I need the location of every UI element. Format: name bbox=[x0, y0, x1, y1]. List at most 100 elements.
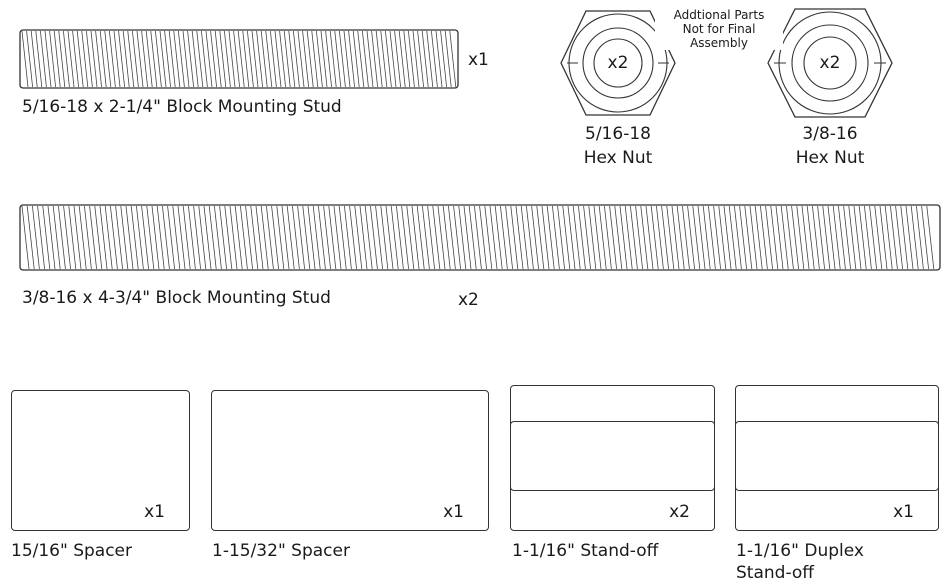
thread-line bbox=[162, 205, 170, 270]
thread-line bbox=[760, 205, 768, 270]
thread-line bbox=[390, 205, 399, 270]
thread-line bbox=[362, 30, 369, 88]
thread-line bbox=[708, 205, 716, 270]
thread-line bbox=[635, 205, 643, 270]
thread-line bbox=[864, 205, 872, 270]
thread-line bbox=[237, 30, 245, 88]
thread-line bbox=[520, 205, 529, 270]
thread-line bbox=[453, 205, 461, 270]
thread-line bbox=[328, 205, 337, 270]
thread-line bbox=[276, 205, 285, 270]
nut-large-qty: x2 bbox=[819, 53, 841, 73]
thread-line bbox=[203, 205, 212, 270]
thread-line bbox=[90, 30, 98, 88]
thread-line bbox=[302, 30, 309, 88]
thread-line bbox=[624, 205, 633, 270]
thread-line bbox=[484, 205, 493, 270]
thread-line bbox=[146, 205, 155, 270]
thread-line bbox=[546, 205, 555, 270]
thread-line bbox=[164, 30, 171, 88]
thread-line bbox=[780, 205, 789, 270]
thread-line bbox=[557, 205, 565, 270]
thread-line bbox=[125, 205, 134, 270]
thread-line bbox=[853, 205, 862, 270]
thread-line bbox=[104, 205, 113, 270]
thread-line bbox=[348, 30, 355, 88]
additional-parts-note: Addtional Parts Not for Final Assembly bbox=[655, 8, 783, 50]
thread-line bbox=[188, 205, 196, 270]
thread-line bbox=[47, 205, 56, 270]
thread-line bbox=[380, 30, 388, 88]
thread-line bbox=[193, 205, 201, 270]
thread-line bbox=[371, 30, 378, 88]
thread-line bbox=[292, 205, 300, 270]
thread-line bbox=[196, 30, 204, 88]
thread-line bbox=[132, 30, 139, 88]
thread-line bbox=[288, 30, 296, 88]
thread-line bbox=[396, 205, 404, 270]
stud-large-qty: x2 bbox=[458, 290, 479, 310]
thread-line bbox=[494, 205, 503, 270]
thread-line bbox=[426, 30, 434, 88]
note-line-3: Assembly bbox=[690, 36, 748, 50]
thread-line bbox=[42, 205, 51, 270]
thread-line bbox=[84, 205, 92, 270]
thread-line bbox=[739, 205, 747, 270]
standoff-qty: x2 bbox=[669, 502, 690, 522]
thread-line bbox=[245, 205, 253, 270]
spacer-2-qty: x1 bbox=[443, 502, 464, 522]
thread-line bbox=[109, 30, 116, 88]
thread-line bbox=[173, 30, 181, 88]
thread-line bbox=[168, 30, 176, 88]
thread-line bbox=[437, 205, 446, 270]
thread-line bbox=[578, 205, 586, 270]
thread-line bbox=[385, 205, 394, 270]
thread-line bbox=[208, 205, 217, 270]
thread-line bbox=[515, 205, 524, 270]
spacer-2-box: x1 bbox=[211, 390, 489, 531]
thread-line bbox=[325, 30, 332, 88]
nut-small-qty: x2 bbox=[607, 53, 629, 73]
hex-nut-small-drawing bbox=[560, 10, 676, 116]
thread-line bbox=[26, 205, 35, 270]
thread-line bbox=[921, 205, 929, 270]
thread-line bbox=[255, 205, 264, 270]
thread-line bbox=[30, 30, 38, 88]
thread-line bbox=[73, 205, 82, 270]
thread-line bbox=[242, 30, 250, 88]
thread-line bbox=[786, 205, 794, 270]
thread-line bbox=[406, 205, 415, 270]
thread-line bbox=[682, 205, 690, 270]
thread-line bbox=[67, 30, 75, 88]
thread-line bbox=[224, 30, 231, 88]
thread-line bbox=[32, 205, 40, 270]
thread-line bbox=[182, 205, 191, 270]
thread-line bbox=[52, 205, 61, 270]
thread-line bbox=[417, 30, 424, 88]
thread-line bbox=[416, 205, 425, 270]
thread-line bbox=[505, 205, 513, 270]
thread-line bbox=[63, 30, 70, 88]
thread-line bbox=[905, 205, 914, 270]
thread-line bbox=[749, 205, 758, 270]
thread-line bbox=[307, 205, 316, 270]
thread-line bbox=[329, 30, 337, 88]
stud-small-qty: x1 bbox=[468, 50, 489, 70]
thread-line bbox=[311, 30, 319, 88]
thread-line bbox=[68, 205, 77, 270]
nut-small-name-label: Hex Nut bbox=[583, 148, 653, 168]
thread-line bbox=[177, 205, 186, 270]
thread-line bbox=[256, 30, 263, 88]
thread-line bbox=[900, 205, 909, 270]
thread-line bbox=[343, 30, 351, 88]
thread-line bbox=[796, 205, 805, 270]
thread-line bbox=[744, 205, 753, 270]
thread-line bbox=[318, 205, 326, 270]
thread-line bbox=[99, 205, 108, 270]
thread-line bbox=[40, 30, 47, 88]
thread-line bbox=[489, 205, 498, 270]
thread-line bbox=[614, 205, 623, 270]
thread-line bbox=[645, 205, 654, 270]
